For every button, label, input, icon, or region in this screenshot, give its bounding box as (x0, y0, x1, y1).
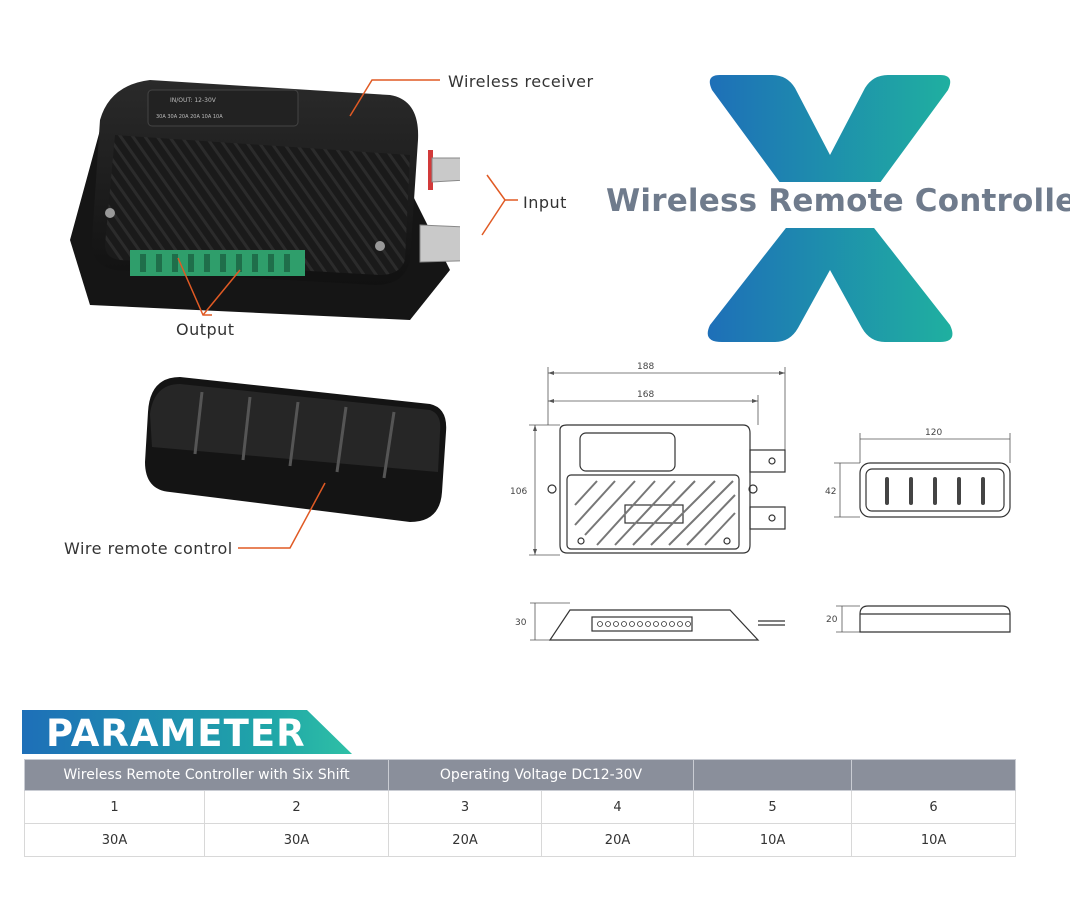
dim-188: 188 (637, 362, 654, 372)
brand-title: Wireless Remote Controller (606, 183, 1070, 219)
current-cell: 30A (24, 823, 205, 857)
dim-120: 120 (925, 428, 942, 438)
remote-side-drawing: 20 (826, 605, 1011, 633)
receiver-side-drawing: 30 (515, 602, 785, 641)
parameter-title: PARAMETER (46, 712, 306, 755)
dim-30: 30 (515, 618, 527, 628)
channel-cell: 2 (203, 790, 390, 824)
current-cell: 30A (203, 823, 390, 857)
parameter-header-row: Wireless Remote Controller with Six Shif… (23, 759, 1017, 791)
dim-42: 42 (825, 487, 836, 497)
header-product: Wireless Remote Controller with Six Shif… (23, 759, 390, 791)
remote-top-drawing: 120 42 (825, 428, 1011, 518)
receiver-label-line2: 30A 30A 20A 20A 10A 10A (156, 114, 223, 120)
current-cell: 10A (693, 823, 853, 857)
callout-input: Input (523, 193, 567, 212)
channel-cell: 3 (388, 790, 543, 824)
receiver-photo: IN/OUT: 12-30V 30A 30A 20A 20A 10A 10A (70, 80, 460, 320)
dim-168: 168 (637, 390, 654, 400)
channel-cell: 1 (24, 790, 205, 824)
brand-title-band (600, 182, 1060, 228)
parameter-table: Wireless Remote Controller with Six Shif… (23, 759, 1017, 857)
channel-cell: 5 (693, 790, 853, 824)
header-voltage: Operating Voltage DC12-30V (388, 759, 695, 791)
callout-wireless-receiver: Wireless receiver (448, 72, 594, 91)
channel-cell: 6 (851, 790, 1017, 824)
callout-wire-remote-control: Wire remote control (64, 539, 233, 558)
channel-cell: 4 (541, 790, 695, 824)
current-cell: 20A (388, 823, 543, 857)
current-cell: 10A (851, 823, 1017, 857)
wire-remote-photo (145, 377, 447, 522)
current-row: 30A 30A 20A 20A 10A 10A (24, 823, 1017, 857)
receiver-label-line1: IN/OUT: 12-30V (170, 97, 217, 104)
dim-106: 106 (510, 487, 527, 497)
callout-output: Output (176, 320, 235, 339)
channel-row: 1 2 3 4 5 6 (24, 790, 1017, 824)
dim-20: 20 (826, 615, 838, 625)
current-cell: 20A (541, 823, 695, 857)
parameter-banner (22, 710, 352, 754)
header-blank-1 (693, 759, 853, 791)
callout-lines (177, 79, 518, 549)
receiver-top-drawing: 188 168 106 (510, 362, 786, 556)
header-blank-2 (851, 759, 1017, 791)
